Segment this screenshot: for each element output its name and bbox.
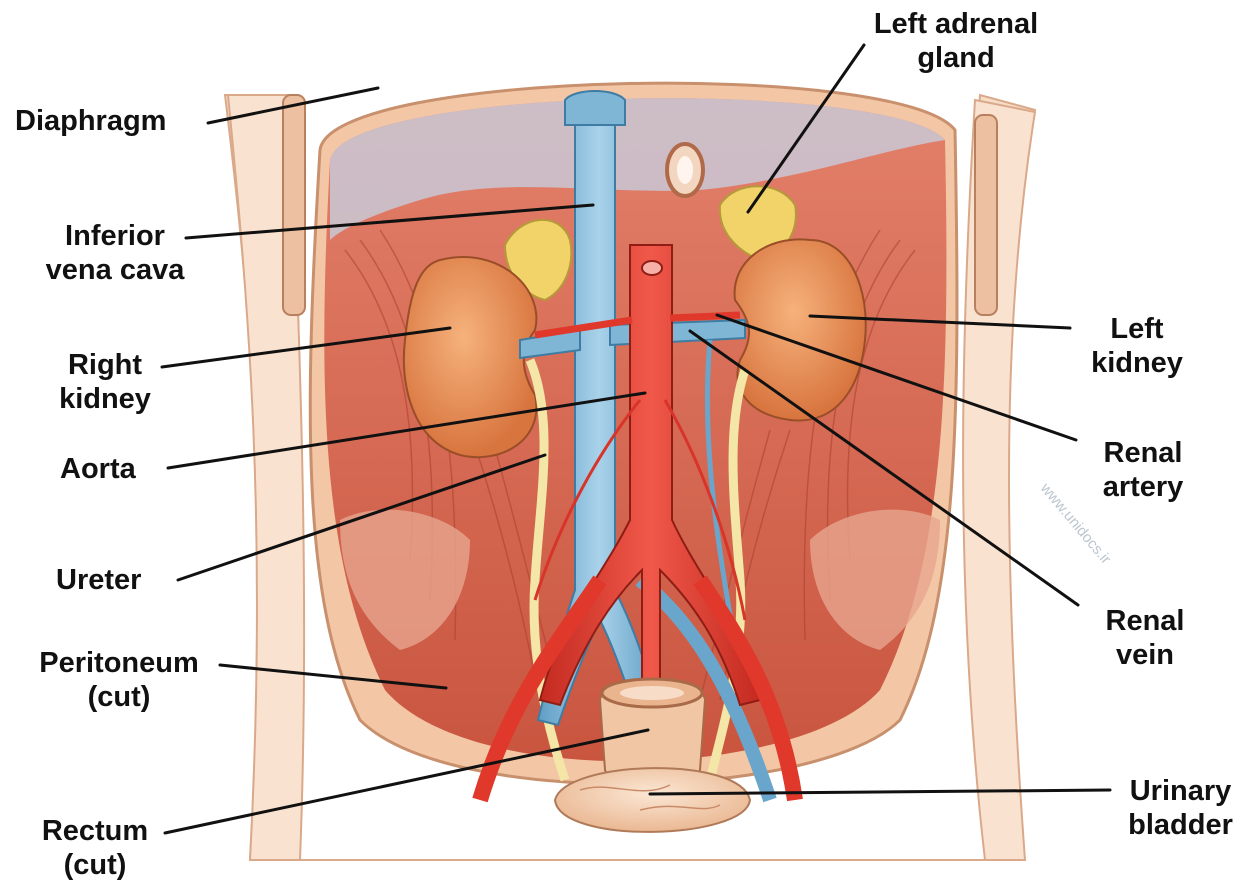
urinary-bladder <box>555 768 750 832</box>
label-renal-vein-line2: vein <box>1080 638 1210 672</box>
label-right-kidney: Right kidney <box>50 348 160 416</box>
label-left-adrenal-line2: gland <box>848 41 1064 75</box>
label-left-adrenal-gland: Left adrenal gland <box>848 7 1064 75</box>
label-urinary-bladder-line1: Urinary <box>1108 774 1253 808</box>
label-aorta: Aorta <box>60 452 136 486</box>
left-kidney <box>735 239 866 420</box>
label-ivc-line2: vena cava <box>45 253 185 287</box>
label-left-kidney-line2: kidney <box>1072 346 1202 380</box>
label-left-kidney: Left kidney <box>1072 312 1202 380</box>
label-urinary-bladder-line2: bladder <box>1108 808 1253 842</box>
label-peritoneum-line2: (cut) <box>14 680 224 714</box>
label-renal-vein-line1: Renal <box>1080 604 1210 638</box>
right-rib-cut <box>975 115 997 315</box>
label-rectum-line1: Rectum <box>25 814 165 848</box>
label-rectum: Rectum (cut) <box>25 814 165 882</box>
label-right-kidney-line2: kidney <box>50 382 160 416</box>
label-ivc-line1: Inferior <box>45 219 185 253</box>
celiac-trunk-cut <box>642 261 662 275</box>
left-rib-cut <box>283 95 305 315</box>
label-left-adrenal-line1: Left adrenal <box>848 7 1064 41</box>
label-peritoneum: Peritoneum (cut) <box>14 646 224 714</box>
label-inferior-vena-cava: Inferior vena cava <box>45 219 185 287</box>
right-flank <box>963 100 1035 860</box>
label-aorta-line1: Aorta <box>60 452 136 486</box>
label-diaphragm-line1: Diaphragm <box>15 104 166 138</box>
label-renal-artery-line2: artery <box>1078 470 1208 504</box>
label-ureter: Ureter <box>56 563 141 597</box>
label-urinary-bladder: Urinary bladder <box>1108 774 1253 842</box>
label-right-kidney-line1: Right <box>50 348 160 382</box>
label-renal-vein: Renal vein <box>1080 604 1210 672</box>
label-ureter-line1: Ureter <box>56 563 141 597</box>
label-diaphragm: Diaphragm <box>15 104 166 138</box>
ivc-top-cut <box>565 91 625 125</box>
label-renal-artery: Renal artery <box>1078 436 1208 504</box>
left-renal-artery <box>670 315 740 318</box>
label-peritoneum-line1: Peritoneum <box>14 646 224 680</box>
label-renal-artery-line1: Renal <box>1078 436 1208 470</box>
label-left-kidney-line1: Left <box>1072 312 1202 346</box>
label-rectum-line2: (cut) <box>25 848 165 882</box>
